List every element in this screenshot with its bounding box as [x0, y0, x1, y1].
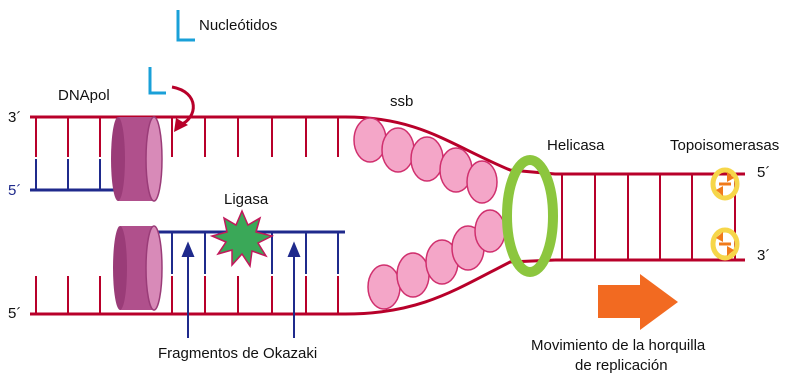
starburst-icon: [212, 211, 272, 266]
prime-5-right-top: 5´: [757, 164, 770, 181]
leading-strand: [30, 159, 122, 190]
movimiento-label-line2: de replicación: [575, 357, 668, 374]
nucleotidos-label: Nucleótidos: [199, 17, 277, 34]
arrow-right-icon: [598, 274, 678, 330]
topoisomerasas-label: Topoisomerasas: [670, 137, 779, 154]
prime-5-bottom-left: 5´: [8, 305, 21, 322]
dnapol-bottom: [113, 226, 162, 310]
helicasa-ring: [507, 160, 553, 272]
prime-5-left-mid: 5´: [8, 182, 21, 199]
dnapol-top: [111, 117, 162, 201]
helicasa-label: Helicasa: [547, 137, 605, 154]
prime-3-right-bottom: 3´: [757, 247, 770, 264]
okazaki-pointer-arrows: [183, 244, 299, 338]
ligasa-label: Ligasa: [224, 191, 269, 208]
dnapol-label: DNApol: [58, 87, 110, 104]
fragmentos-label: Fragmentos de Okazaki: [158, 345, 317, 362]
movimiento-label-line1: Movimiento de la horquilla: [531, 337, 706, 354]
prime-3-top-left: 3´: [8, 109, 21, 126]
right-duplex: [555, 174, 745, 260]
curved-arrow-icon: [172, 87, 193, 132]
ssb-label: ssb: [390, 93, 413, 110]
topoisomerasa-bottom: [713, 230, 737, 258]
ssb-proteins-bottom: [368, 210, 505, 309]
nucleotide-icon: [150, 67, 166, 93]
bottom-parental-strand: [30, 260, 555, 314]
nucleotide-icon: [178, 10, 195, 40]
